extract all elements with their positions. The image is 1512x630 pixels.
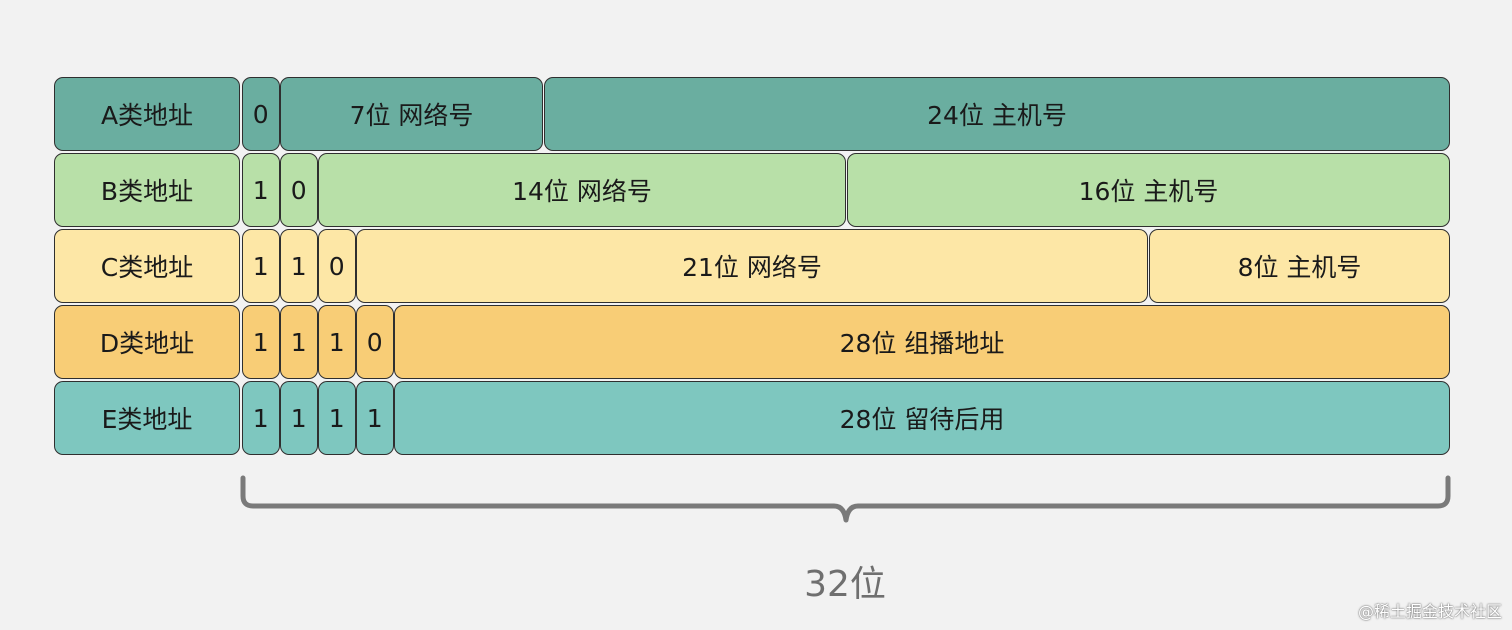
bit-field: 8位 主机号 [1149,229,1450,303]
class-label: B类地址 [54,153,240,227]
watermark: @稀土掘金技术社区 [1357,602,1502,621]
prefix-bit: 1 [318,381,356,455]
bit-field: 16位 主机号 [847,153,1450,227]
prefix-bit: 1 [242,381,280,455]
class-label: E类地址 [54,381,240,455]
prefix-bit: 1 [280,229,318,303]
prefix-bit: 1 [318,305,356,379]
bit-field: 24位 主机号 [544,77,1450,151]
prefix-bit: 1 [242,229,280,303]
class-label: A类地址 [54,77,240,151]
class-label: D类地址 [54,305,240,379]
prefix-bit: 0 [242,77,280,151]
prefix-bit: 1 [242,305,280,379]
prefix-bit: 1 [356,381,394,455]
prefix-bit: 0 [318,229,356,303]
bit-field: 14位 网络号 [318,153,846,227]
prefix-bit: 0 [280,153,318,227]
total-bits-label: 32位 [804,564,886,605]
bit-field: 7位 网络号 [280,77,543,151]
bit-field: 21位 网络号 [356,229,1148,303]
prefix-bit: 1 [280,305,318,379]
prefix-bit: 1 [280,381,318,455]
bit-field: 28位 留待后用 [394,381,1450,455]
class-label: C类地址 [54,229,240,303]
prefix-bit: 1 [242,153,280,227]
prefix-bit: 0 [356,305,394,379]
bit-field: 28位 组播地址 [394,305,1450,379]
